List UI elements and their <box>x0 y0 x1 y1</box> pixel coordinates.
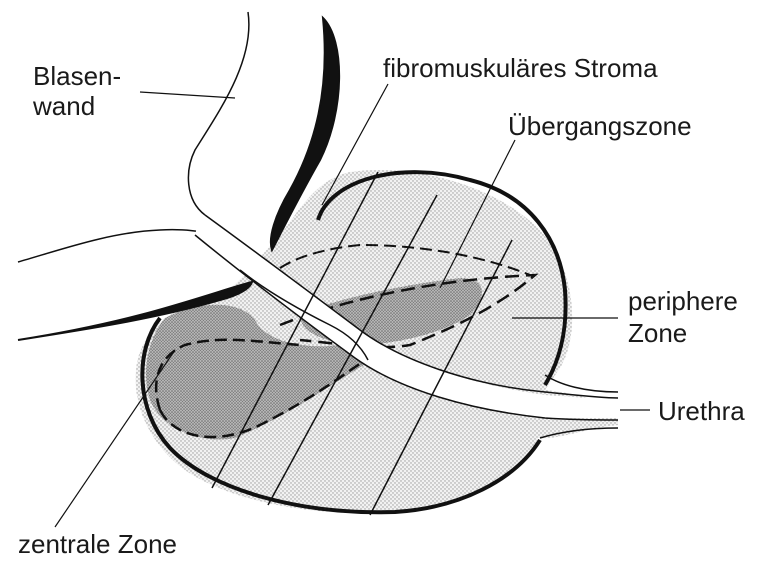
label-blasenwand-1: Blasen- <box>33 61 121 91</box>
distal-structure-upper <box>545 375 618 392</box>
leader-blasenwand <box>140 92 235 98</box>
label-periphere-zone-2: Zone <box>628 318 687 348</box>
label-blasenwand-2: wand <box>32 91 95 121</box>
label-fibromuskulaeres-stroma: fibromuskuläres Stroma <box>383 53 658 83</box>
label-periphere-zone-1: periphere <box>628 286 738 316</box>
label-zentrale-zone: zentrale Zone <box>18 529 177 559</box>
bladder-wall-outline <box>188 12 248 215</box>
label-uebergangszone: Übergangszone <box>508 111 692 141</box>
label-urethra: Urethra <box>658 396 745 426</box>
